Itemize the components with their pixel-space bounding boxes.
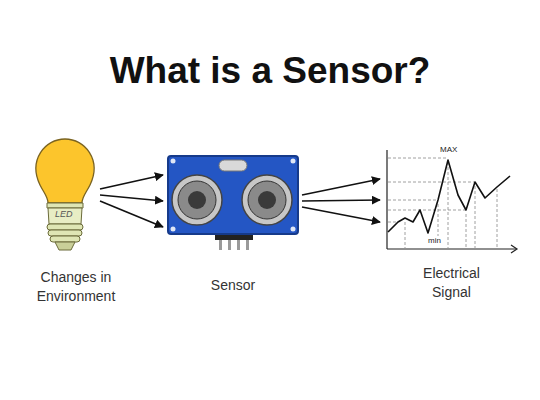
transducer-mesh: [178, 181, 216, 219]
sensor-node: Sensor: [166, 152, 300, 250]
bulb-marking: LED: [55, 210, 73, 220]
axis-arrow: [511, 245, 517, 253]
y-axis: [386, 150, 387, 249]
transducer-core: [258, 191, 276, 209]
arrow-connector: [100, 195, 163, 201]
crystal: [219, 160, 247, 171]
mount-hole: [291, 159, 296, 164]
ultrasonic-sensor: [168, 156, 298, 250]
signal-chart: [387, 150, 517, 253]
led-bulb: [36, 139, 94, 250]
transducer-core: [188, 191, 206, 209]
transducer-mesh: [248, 181, 286, 219]
diagram-title: What is a Sensor?: [0, 50, 540, 92]
arrow-connector: [100, 175, 163, 189]
node-caption: Changes in Environment: [26, 268, 126, 306]
arrow-connector: [100, 201, 163, 227]
node-caption: Sensor: [188, 276, 278, 295]
bulb-rib: [47, 203, 83, 208]
arrow-connector: [302, 179, 380, 195]
transducer: [242, 175, 292, 225]
x-axis: [387, 248, 516, 249]
bulb-neck: [48, 208, 82, 224]
mount-hole: [171, 227, 176, 232]
min-marker: min: [428, 237, 441, 246]
arrow-connector: [302, 207, 380, 222]
bulb-tip: [55, 242, 75, 250]
environment-node: Changes in Environment: [30, 138, 98, 252]
bulb-glass: [36, 139, 94, 203]
bulb-rib: [50, 236, 80, 242]
max-marker: MAX: [440, 146, 457, 155]
arrow-connector: [302, 200, 380, 201]
node-caption: Electrical Signal: [407, 264, 497, 302]
mount-hole: [171, 159, 176, 164]
circuit-board: [168, 156, 298, 234]
transducer: [172, 175, 222, 225]
signal-line: [388, 160, 510, 233]
mount-hole: [291, 227, 296, 232]
grid-lines: [388, 158, 497, 248]
bulb-rib: [47, 224, 83, 230]
signal-node: Electrical Signal: [383, 145, 520, 251]
bulb-rib: [48, 230, 82, 236]
